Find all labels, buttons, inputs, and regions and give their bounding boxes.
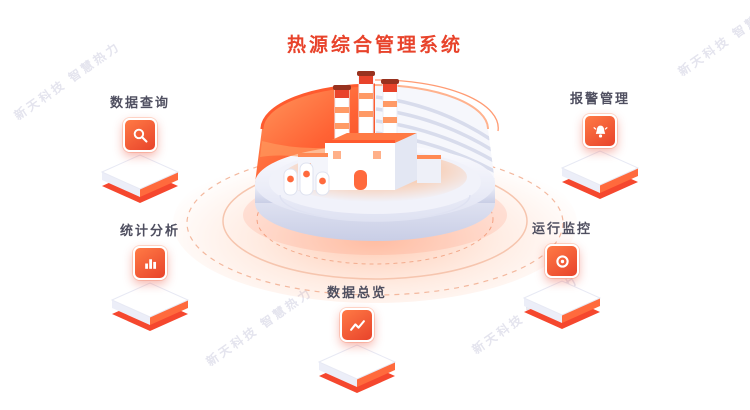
alarm-bell-icon: [583, 114, 617, 148]
module-label: 数据总览: [326, 285, 387, 300]
search-document-icon: [123, 118, 157, 152]
backdrop-wall: [255, 79, 499, 183]
module-node-data-query[interactable]: 数据查询: [92, 92, 188, 206]
page-title: 热源综合管理系统: [286, 35, 463, 56]
module-node-operation-monitoring[interactable]: 运行监控: [514, 218, 610, 332]
module-node-data-overview[interactable]: 数据总览: [309, 282, 405, 396]
iso-platform: [522, 280, 602, 329]
module-label: 运行监控: [531, 221, 592, 236]
line-chart-icon: [340, 308, 374, 342]
monitor-disc-icon: [545, 244, 579, 278]
central-heat-plant-illustration: [173, 71, 577, 303]
module-label: 报警管理: [569, 91, 630, 106]
iso-platform: [317, 344, 397, 393]
chimney-icon: [333, 71, 399, 144]
iso-platform: [110, 282, 190, 331]
iso-platform: [560, 150, 640, 199]
module-label: 数据查询: [109, 95, 170, 110]
module-node-statistics[interactable]: 统计分析: [102, 220, 198, 334]
heat-plant-factory: [283, 71, 441, 196]
tank-icon: [283, 162, 330, 196]
module-label: 统计分析: [119, 223, 180, 238]
bar-chart-icon: [133, 246, 167, 280]
module-node-alarm-management[interactable]: 报警管理: [552, 88, 648, 202]
iso-platform: [100, 154, 180, 203]
